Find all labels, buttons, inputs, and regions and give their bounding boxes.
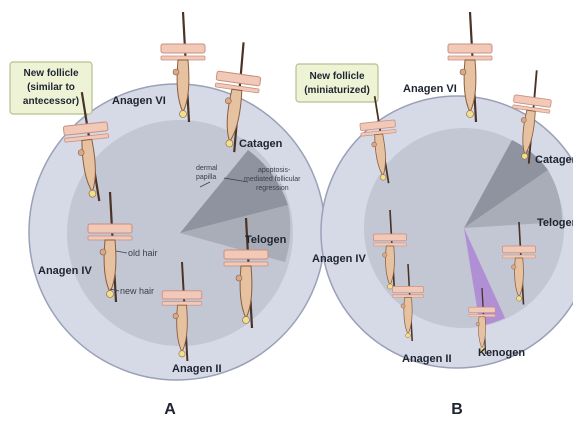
svg-text:New follicle: New follicle: [23, 68, 78, 79]
svg-text:(similar to: (similar to: [27, 82, 75, 93]
annotation-dermal-papilla: papilla: [196, 174, 216, 181]
annotation-apoptosis: apoptosis-: [258, 167, 291, 174]
phase-label-anagen-iv: Anagen IV: [38, 265, 92, 277]
annotation-old-hair: old hair: [128, 248, 158, 258]
svg-text:New follicle: New follicle: [309, 71, 364, 82]
panel-b: New follicle (miniaturized) Anagen VI Ca…: [296, 12, 573, 418]
annotation-apoptosis: mediated follicular: [244, 176, 301, 183]
svg-text:antecessor): antecessor): [23, 96, 79, 107]
phase-label-anagen-ii: Anagen II: [172, 363, 222, 375]
callout-box-b: New follicle (miniaturized): [296, 64, 378, 102]
phase-label-anagen-iv: Anagen IV: [312, 253, 366, 265]
panel-a: New follicle (similar to antecessor) Ana…: [10, 12, 325, 418]
panel-caption-a: A: [164, 401, 176, 418]
phase-label-telogen: Telogen: [537, 217, 573, 229]
phase-label-kenogen: Kenogen: [478, 347, 525, 359]
phase-label-anagen-vi: Anagen VI: [403, 83, 457, 95]
phase-label-anagen-ii: Anagen II: [402, 353, 452, 365]
annotation-apoptosis: regression: [256, 185, 289, 192]
callout-box-a: New follicle (similar to antecessor): [10, 62, 92, 114]
annotation-new-hair: new hair: [120, 286, 154, 296]
annotation-dermal-papilla: dermal: [196, 165, 218, 172]
svg-text:(miniaturized): (miniaturized): [304, 85, 370, 96]
phase-label-telogen: Telogen: [245, 234, 287, 246]
phase-label-catagen: Catagen: [535, 154, 573, 166]
phase-label-catagen: Catagen: [239, 138, 283, 150]
phase-label-anagen-vi: Anagen VI: [112, 95, 166, 107]
panel-caption-b: B: [451, 401, 463, 418]
